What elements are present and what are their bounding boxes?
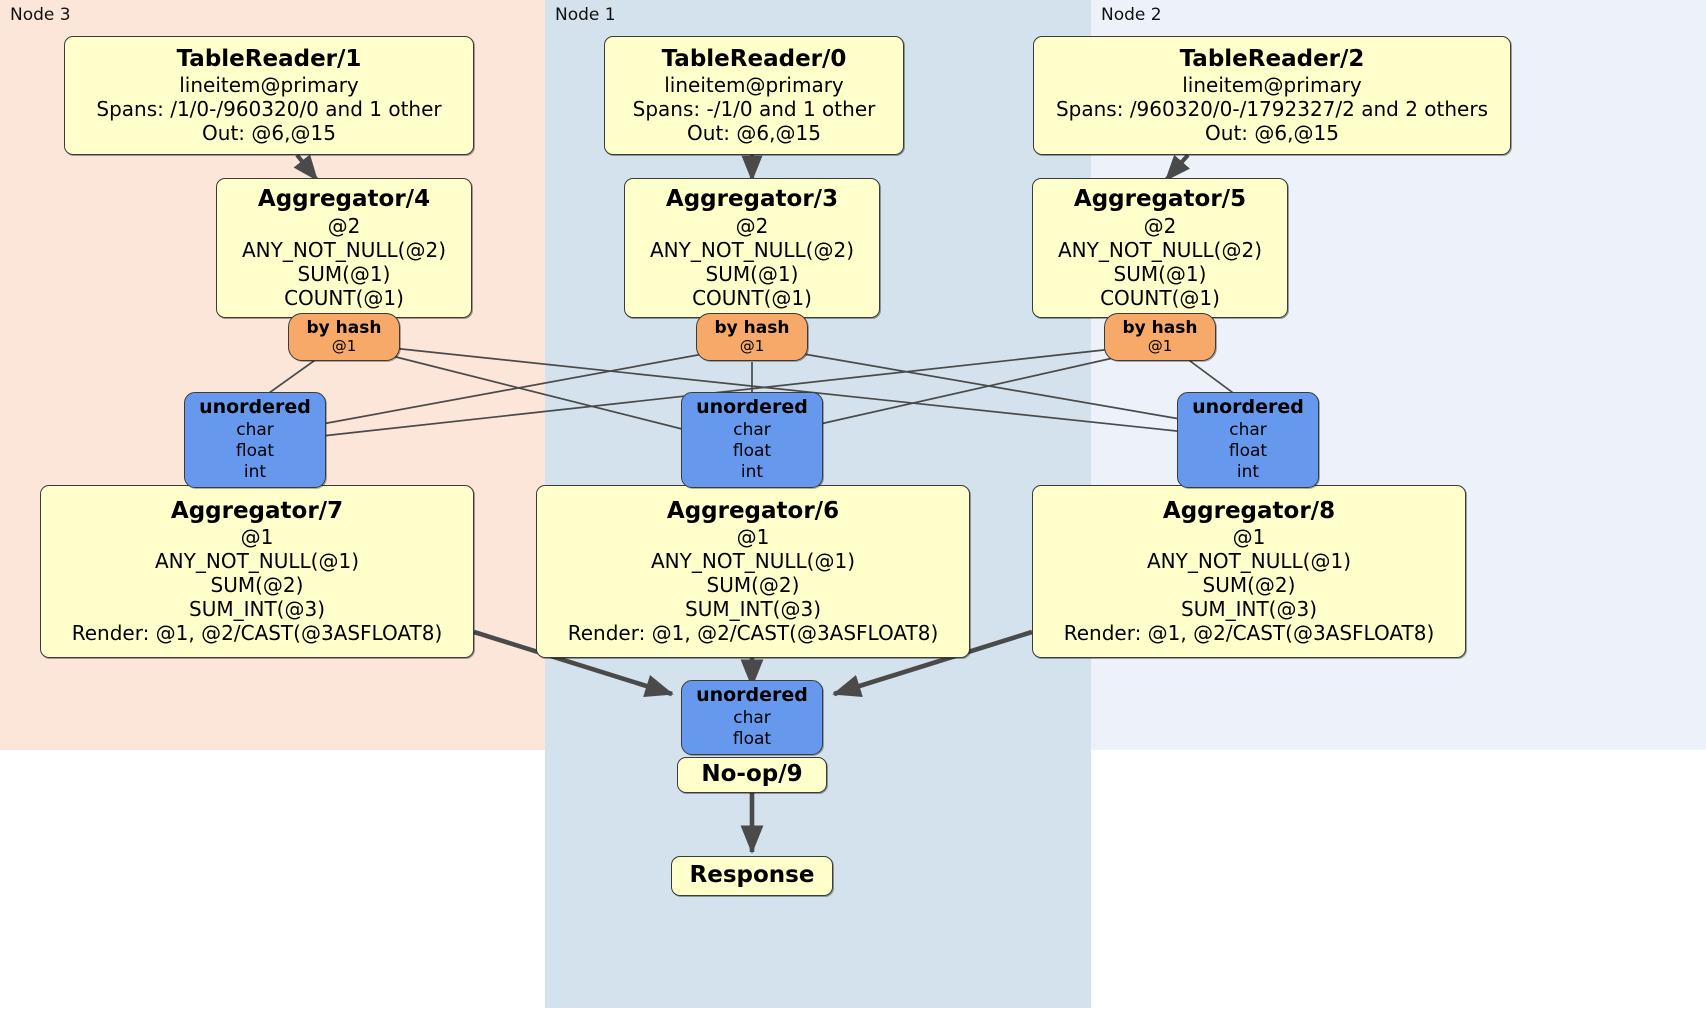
processor-title: Response <box>689 862 815 889</box>
processor-detail-line: Out: @6,@15 <box>1205 121 1339 146</box>
synchronizer-type-line: int <box>243 461 267 482</box>
processor-noop-9[interactable]: No-op/9 <box>677 757 827 793</box>
processor-detail-line: Out: @6,@15 <box>687 121 821 146</box>
processor-detail-line: @2 <box>327 213 361 238</box>
processor-title: Aggregator/7 <box>170 497 344 524</box>
synchronizer-unordered-left[interactable]: unordered char float int <box>184 392 326 488</box>
processor-detail-line: SUM_INT(@3) <box>189 597 325 622</box>
processor-detail-line: Spans: /960320/0-/1792327/2 and 2 others <box>1055 97 1488 122</box>
synchronizer-title: unordered <box>1192 396 1304 419</box>
processor-tablereader-2[interactable]: TableReader/2 lineitem@primary Spans: /9… <box>1033 36 1511 155</box>
processor-detail-line: SUM_INT(@3) <box>685 597 821 622</box>
processor-detail-line: @1 <box>240 525 274 550</box>
node-panel-label-node-2: Node 2 <box>1101 5 1162 25</box>
synchronizer-type-line: int <box>1236 461 1260 482</box>
processor-detail-line: COUNT(@1) <box>692 285 812 310</box>
processor-detail-line: ANY_NOT_NULL(@2) <box>650 237 854 262</box>
processor-render-line: Render: @1, @2/CAST(@3ASFLOAT8) <box>71 621 443 646</box>
processor-detail-line: ANY_NOT_NULL(@1) <box>651 549 855 574</box>
processor-title: TableReader/1 <box>176 45 362 72</box>
processor-aggregator-4[interactable]: Aggregator/4 @2 ANY_NOT_NULL(@2) SUM(@1)… <box>216 178 472 318</box>
processor-detail-line: @1 <box>736 525 770 550</box>
processor-title: Aggregator/4 <box>257 186 431 213</box>
processor-detail-line: SUM_INT(@3) <box>1181 597 1317 622</box>
processor-title: Aggregator/3 <box>665 186 839 213</box>
node-panel-label-node-3: Node 3 <box>10 5 71 25</box>
router-by-hash-left[interactable]: by hash @1 <box>288 313 400 361</box>
processor-detail-line: @2 <box>735 213 769 238</box>
synchronizer-type-line: float <box>1228 441 1268 462</box>
processor-aggregator-7[interactable]: Aggregator/7 @1 ANY_NOT_NULL(@1) SUM(@2)… <box>40 485 474 658</box>
processor-detail-line: lineitem@primary <box>1182 73 1362 98</box>
synchronizer-unordered-right[interactable]: unordered char float int <box>1177 392 1319 488</box>
processor-aggregator-8[interactable]: Aggregator/8 @1 ANY_NOT_NULL(@1) SUM(@2)… <box>1032 485 1466 658</box>
processor-detail-line: lineitem@primary <box>179 73 359 98</box>
processor-title: TableReader/0 <box>661 45 847 72</box>
processor-detail-line: Spans: /1/0-/960320/0 and 1 other <box>96 97 442 122</box>
synchronizer-type-line: char <box>236 420 274 441</box>
router-by-hash-center[interactable]: by hash @1 <box>696 313 808 361</box>
processor-detail-line: SUM(@2) <box>1202 573 1296 598</box>
synchronizer-type-line: float <box>732 728 772 749</box>
processor-title: TableReader/2 <box>1179 45 1365 72</box>
synchronizer-title: unordered <box>199 396 311 419</box>
processor-tablereader-1[interactable]: TableReader/1 lineitem@primary Spans: /1… <box>64 36 474 155</box>
router-title: by hash <box>714 318 790 339</box>
synchronizer-type-line: char <box>733 420 771 441</box>
processor-render-line: Render: @1, @2/CAST(@3ASFLOAT8) <box>1063 621 1435 646</box>
processor-tablereader-0[interactable]: TableReader/0 lineitem@primary Spans: -/… <box>604 36 904 155</box>
processor-detail-line: SUM(@1) <box>297 261 391 286</box>
processor-aggregator-5[interactable]: Aggregator/5 @2 ANY_NOT_NULL(@2) SUM(@1)… <box>1032 178 1288 318</box>
router-title: by hash <box>306 318 382 339</box>
synchronizer-title: unordered <box>696 396 808 419</box>
processor-aggregator-3[interactable]: Aggregator/3 @2 ANY_NOT_NULL(@2) SUM(@1)… <box>624 178 880 318</box>
node-panel-label-node-1: Node 1 <box>555 5 616 25</box>
processor-detail-line: ANY_NOT_NULL(@2) <box>242 237 446 262</box>
processor-title: Aggregator/5 <box>1073 186 1247 213</box>
processor-title: Aggregator/8 <box>1162 497 1336 524</box>
processor-title: No-op/9 <box>701 761 803 788</box>
synchronizer-unordered-final[interactable]: unordered char float <box>681 680 823 755</box>
processor-detail-line: SUM(@2) <box>706 573 800 598</box>
router-detail-line: @1 <box>1147 336 1173 355</box>
processor-response[interactable]: Response <box>671 856 833 896</box>
processor-detail-line: COUNT(@1) <box>1100 285 1220 310</box>
router-by-hash-right[interactable]: by hash @1 <box>1104 313 1216 361</box>
router-title: by hash <box>1122 318 1198 339</box>
processor-detail-line: lineitem@primary <box>664 73 844 98</box>
processor-detail-line: @1 <box>1232 525 1266 550</box>
processor-detail-line: ANY_NOT_NULL(@1) <box>1147 549 1351 574</box>
synchronizer-title: unordered <box>696 684 808 707</box>
processor-detail-line: @2 <box>1143 213 1177 238</box>
synchronizer-unordered-center[interactable]: unordered char float int <box>681 392 823 488</box>
processor-render-line: Render: @1, @2/CAST(@3ASFLOAT8) <box>567 621 939 646</box>
processor-aggregator-6[interactable]: Aggregator/6 @1 ANY_NOT_NULL(@1) SUM(@2)… <box>536 485 970 658</box>
synchronizer-type-line: char <box>1229 420 1267 441</box>
processor-title: Aggregator/6 <box>666 497 840 524</box>
processor-detail-line: SUM(@1) <box>705 261 799 286</box>
synchronizer-type-line: float <box>235 441 275 462</box>
synchronizer-type-line: float <box>732 441 772 462</box>
processor-detail-line: SUM(@1) <box>1113 261 1207 286</box>
processor-detail-line: COUNT(@1) <box>284 285 404 310</box>
processor-detail-line: ANY_NOT_NULL(@2) <box>1058 237 1262 262</box>
router-detail-line: @1 <box>739 336 765 355</box>
synchronizer-type-line: char <box>733 708 771 729</box>
processor-detail-line: Spans: -/1/0 and 1 other <box>632 97 876 122</box>
processor-detail-line: ANY_NOT_NULL(@1) <box>155 549 359 574</box>
processor-detail-line: Out: @6,@15 <box>202 121 336 146</box>
router-detail-line: @1 <box>331 336 357 355</box>
processor-detail-line: SUM(@2) <box>210 573 304 598</box>
synchronizer-type-line: int <box>740 461 764 482</box>
